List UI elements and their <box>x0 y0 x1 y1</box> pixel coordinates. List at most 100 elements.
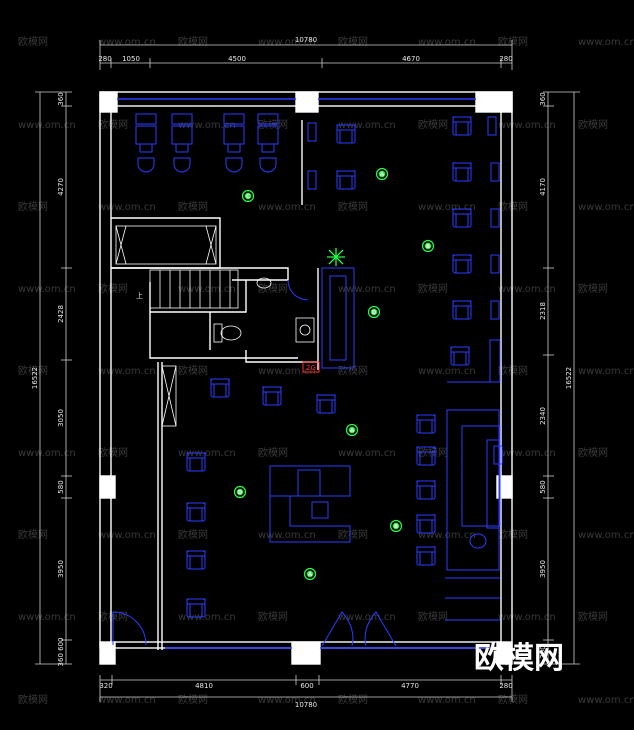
watermark-text: www.om.cn <box>18 120 76 131</box>
watermark-text: www.om.cn <box>258 37 316 48</box>
watermark-text: www.om.cn <box>258 366 316 377</box>
marker-letter: B <box>426 244 430 250</box>
dim-top-seg-5: 280 <box>499 55 512 63</box>
side-cabinet <box>490 300 500 320</box>
watermark-text: 欧模网 <box>178 201 208 213</box>
marker-letter: D <box>238 490 242 496</box>
view-marker-icon: B <box>421 239 435 253</box>
display-shelf <box>302 267 355 373</box>
watermark-text: 欧模网 <box>178 529 208 541</box>
marker-letter: D <box>372 310 376 316</box>
watermark-text: 欧模网 <box>98 119 128 131</box>
dim-top-seg-3: 4500 <box>228 55 246 63</box>
watermark-text: 欧模网 <box>418 283 448 295</box>
view-marker-icon: A <box>345 423 359 437</box>
armchair-icon <box>452 116 472 136</box>
armchair-icon <box>210 378 230 398</box>
armchair-icon <box>452 254 472 274</box>
watermark-text: www.om.cn <box>98 530 156 541</box>
dim-top-seg-4: 4670 <box>402 55 420 63</box>
watermark-text: www.om.cn <box>498 448 556 459</box>
watermark-text: 欧模网 <box>178 36 208 48</box>
walls <box>99 91 513 665</box>
salon-chair-icon <box>135 113 157 173</box>
room-tag: 2G <box>306 364 316 372</box>
brand-logo: 欧模网 <box>474 641 564 676</box>
watermark-text: 欧模网 <box>338 365 368 377</box>
side-cabinet <box>307 122 317 142</box>
watermark-text: www.om.cn <box>578 366 634 377</box>
dim-bottom-seg-1: 320 <box>99 682 112 690</box>
armchair-icon <box>186 598 206 618</box>
watermark-text: 欧模网 <box>578 447 608 459</box>
watermark-text: 欧模网 <box>98 447 128 459</box>
armchair-icon <box>262 386 282 406</box>
dim-right-seg-4: 2340 <box>539 407 547 425</box>
dim-bottom-seg-5: 280 <box>499 682 512 690</box>
watermark-text: www.om.cn <box>98 37 156 48</box>
storage-cabinets <box>115 225 217 427</box>
marker-letter: A <box>350 428 354 434</box>
side-cabinet <box>493 445 503 465</box>
watermark-text: www.om.cn <box>178 284 236 295</box>
armchair-icon <box>186 502 206 522</box>
staircase <box>149 269 239 309</box>
watermark-text: www.om.cn <box>178 448 236 459</box>
watermark-text: www.om.cn <box>418 695 476 706</box>
armchair-icon <box>416 414 436 434</box>
watermark-text: www.om.cn <box>338 284 396 295</box>
marker-letter: A <box>380 172 384 178</box>
dim-right-seg-6: 3950 <box>539 560 547 578</box>
sink-icon <box>256 277 315 343</box>
watermark-text: 欧模网 <box>178 694 208 706</box>
watermark-text: www.om.cn <box>418 37 476 48</box>
watermark-text: 欧模网 <box>178 365 208 377</box>
dim-left-seg-1: 360 <box>57 92 65 105</box>
salon-stations <box>135 113 279 173</box>
watermark-text: 欧模网 <box>338 36 368 48</box>
watermark-text: 欧模网 <box>498 365 528 377</box>
watermark-text: www.om.cn <box>338 448 396 459</box>
door-swing-icon <box>112 279 397 647</box>
dim-left-seg-6: 3950 <box>57 560 65 578</box>
watermark-text: 欧模网 <box>498 529 528 541</box>
armchair-icon <box>416 546 436 566</box>
plant-icon <box>327 248 345 266</box>
dim-left-seg-3: 2428 <box>57 305 65 323</box>
watermark-text: www.om.cn <box>418 366 476 377</box>
watermark-text: 欧模网 <box>18 36 48 48</box>
washing-bench <box>445 339 501 621</box>
watermark-text: 欧模网 <box>578 611 608 623</box>
watermark-text: 欧模网 <box>18 365 48 377</box>
watermark-text: www.om.cn <box>498 612 556 623</box>
dim-bottom-seg-3: 600 <box>300 682 313 690</box>
view-marker-icon: A <box>303 567 317 581</box>
watermark-text: 欧模网 <box>578 119 608 131</box>
watermark-layer: 欧模网 www.om.cn 欧模网 www.om.cn 欧模网 www.om.cn 欧模网 w… <box>18 36 634 706</box>
watermark-text: 欧模网 <box>498 36 528 48</box>
watermark-text: www.om.cn <box>578 530 634 541</box>
dim-right-seg-7: 360 <box>539 645 547 658</box>
marker-letter: C <box>246 194 250 200</box>
dim-left-seg-5: 580 <box>57 480 65 493</box>
watermark-text: www.om.cn <box>338 120 396 131</box>
armchair-icon <box>186 452 206 472</box>
watermark-text: 欧模网 <box>258 283 288 295</box>
watermark-text: 欧模网 <box>18 201 48 213</box>
side-cabinet <box>307 170 317 190</box>
watermark-text: www.om.cn <box>18 448 76 459</box>
reception-counter <box>269 465 351 543</box>
dimension-labels: 10780 280 1050 4500 4670 280 320 4810 60… <box>31 36 573 709</box>
toilet-icon <box>213 323 242 343</box>
dim-right-seg-2: 4170 <box>539 178 547 196</box>
armchair-icon <box>186 550 206 570</box>
watermark-text: 欧模网 <box>418 119 448 131</box>
dim-right-total: 16522 <box>565 367 573 389</box>
watermark-text: www.om.cn <box>338 612 396 623</box>
side-cabinet <box>487 116 497 136</box>
watermark-text: www.om.cn <box>98 202 156 213</box>
dim-top-seg-2: 1050 <box>122 55 140 63</box>
marker-letter: A <box>308 572 312 578</box>
dim-left-seg-7: 360 600 <box>57 638 65 667</box>
